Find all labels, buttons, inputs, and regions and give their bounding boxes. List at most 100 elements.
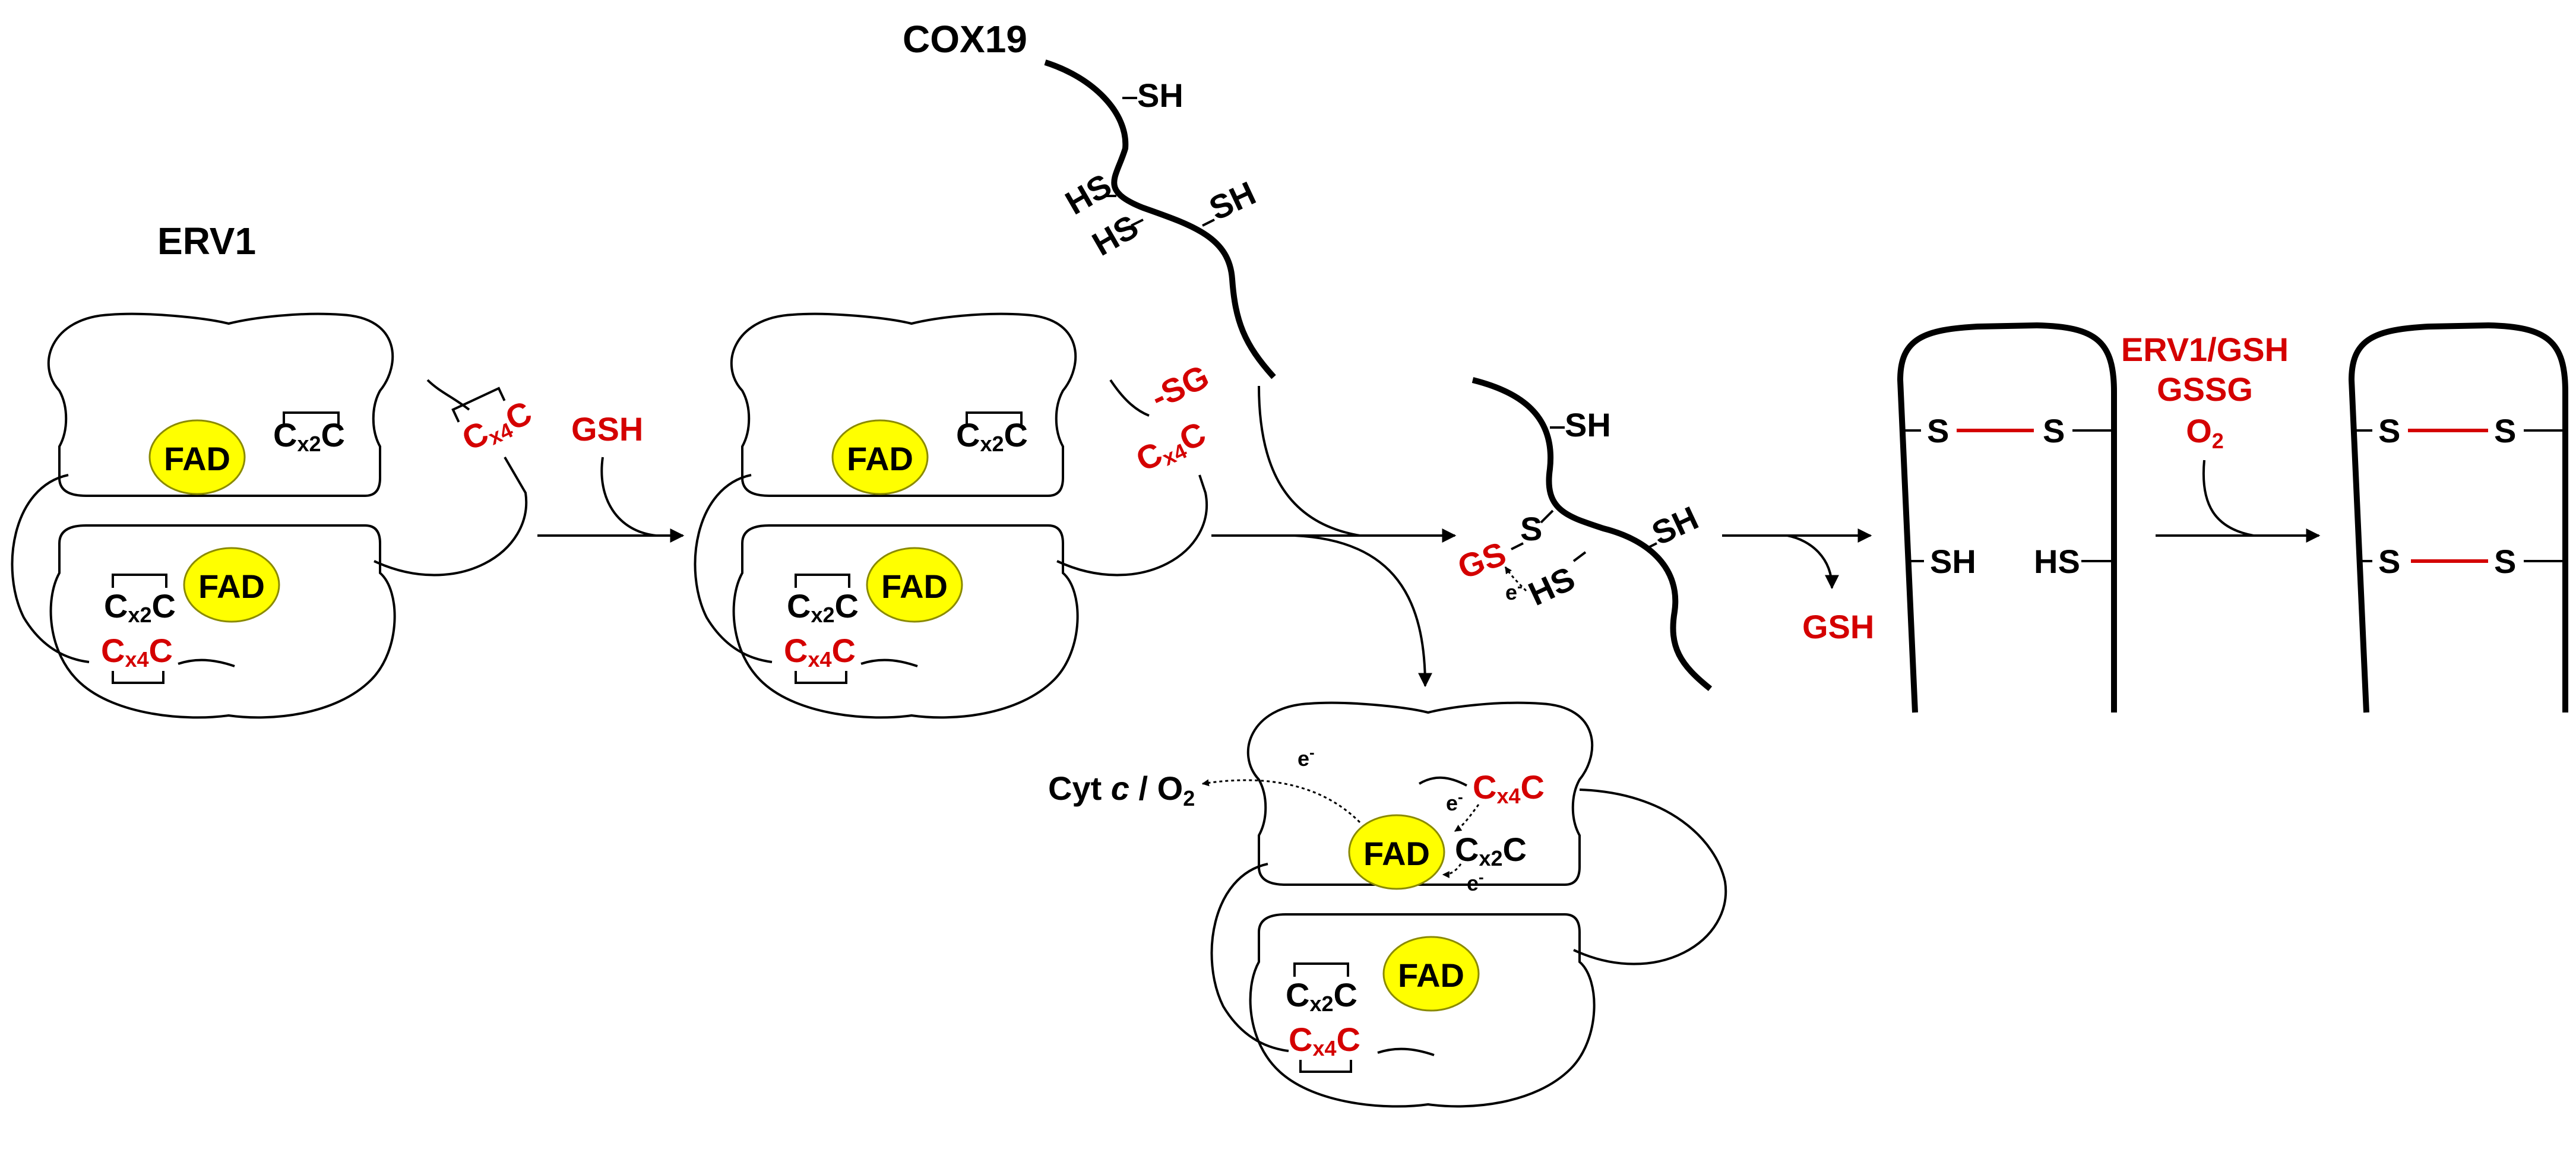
erv1-tail-top-right-2 xyxy=(1109,379,1150,417)
cox19-thiol-bond-4 xyxy=(1202,218,1215,227)
gsh-label-2: GSH xyxy=(1802,608,1874,645)
fad-label-top: FAD xyxy=(164,440,230,477)
erv1-linker-right-3 xyxy=(1573,788,1727,965)
cox19-backbone xyxy=(1044,59,1276,379)
cx2c-motif-top-3: Cx2C xyxy=(1455,831,1527,870)
gsh-input-curve-1 xyxy=(600,457,657,537)
fad-cofactor-top xyxy=(148,419,246,495)
disulfide-bracket-cx2c-top-2 xyxy=(966,411,1023,425)
sh-left: SH xyxy=(1930,543,1976,580)
disulfide-bracket-cx2c-bottom xyxy=(112,574,167,588)
disulfide-bracket-cx4c-bottom-3 xyxy=(1299,1060,1352,1073)
fad-label-bottom-3: FAD xyxy=(1398,957,1464,994)
fad-cofactor-bottom-3 xyxy=(1382,936,1480,1012)
erv1-electron-transfer-dimer: FAD FAD Cx4C Cx2C Cx2C Cx4C e- e- e- xyxy=(1201,701,1727,1108)
fad-cofactor-top-3 xyxy=(1348,814,1445,890)
s-cox19-label: S xyxy=(1520,510,1542,547)
cx2c-motif-bottom-2: Cx2C xyxy=(787,587,859,627)
erv1-tail-bottom-2 xyxy=(860,658,918,667)
electron-label-gs: e- xyxy=(1505,577,1523,604)
erv1-tail-bottom xyxy=(178,658,235,667)
cox19-mixed-disulfide-intermediate: SH GS S HS SH e- xyxy=(1453,377,1713,691)
fad-cofactor-bottom xyxy=(183,547,280,623)
gsh-reaction-arrow-1: GSH xyxy=(537,410,685,543)
cx4c-motif-bottom-3: Cx4C xyxy=(1289,1021,1360,1060)
erv1-linker-left-3 xyxy=(1210,863,1289,1052)
erv1-glutathionylated-dimer: FAD FAD Cx2C Cx2C Cx4C Cx4C -SG xyxy=(694,312,1214,719)
fad-label-bottom-2: FAD xyxy=(881,568,948,605)
disulfide-bracket-cx4c-bottom-2 xyxy=(795,671,847,684)
erv1-linker-left xyxy=(11,474,90,663)
erv1-tail-top-right xyxy=(426,379,470,411)
cx2c-motif-top: Cx2C xyxy=(273,416,345,456)
s-backbone-bond xyxy=(1540,509,1554,524)
cox19-two-disulfides: S S S S xyxy=(2348,322,2568,713)
electron-transfer-arrow-gs xyxy=(1504,566,1527,592)
cox19-thiol-bond-3 xyxy=(1131,218,1144,227)
gsh-label-1: GSH xyxy=(571,410,643,448)
fad-cofactor-top-2 xyxy=(831,419,929,495)
cox19-thiol-1: SH xyxy=(1137,77,1183,114)
cox19-entry-curve xyxy=(1258,385,1360,537)
electron-label-cx4c: e- xyxy=(1446,788,1463,815)
electron-acceptor-label: Cyt c / O2 xyxy=(1048,770,1195,810)
s-left-bottom-2: S xyxy=(2378,543,2400,580)
erv1-tail-bottom-3 xyxy=(1377,1047,1435,1056)
electron-transfer-arrow-fad-to-acceptor xyxy=(1201,779,1361,824)
fad-label-top-3: FAD xyxy=(1363,835,1430,872)
cox19-one-disulfide: S S SH HS xyxy=(1897,322,2117,713)
o2-label: O2 xyxy=(2186,412,2224,453)
gs-s-bond xyxy=(1511,542,1524,550)
gs-label: GS xyxy=(1453,534,1511,586)
s-left-top: S xyxy=(1927,412,1949,449)
s-right-top: S xyxy=(2043,412,2065,449)
cx2c-motif-bottom-3: Cx2C xyxy=(1286,976,1357,1016)
electron-transfer-arrow-cx4c-to-cx2c xyxy=(1454,804,1480,832)
cox19-thiol-2: HS xyxy=(1059,166,1118,221)
gsh-release-curve xyxy=(1787,534,1839,590)
erv1-linker-left-2 xyxy=(694,474,773,663)
cox19-backbone-2 xyxy=(1471,377,1713,691)
fad-cofactor-bottom-2 xyxy=(866,547,963,623)
reaction-arrow-2-group xyxy=(1211,385,1457,688)
reaction-arrow-3-group: GSH xyxy=(1722,528,1874,645)
erv1-title: ERV1 xyxy=(157,220,256,262)
erv1-branch-arrow xyxy=(1294,534,1432,688)
disulfide-bracket-cx2c-top xyxy=(283,411,340,425)
reaction-arrow-4-group: ERV1/GSH GSSG O2 xyxy=(2121,331,2321,543)
sg-glutathione-label: -SG xyxy=(1145,357,1214,416)
cx2c-motif-bottom: Cx2C xyxy=(104,587,176,627)
fad-label-top-2: FAD xyxy=(847,440,913,477)
electron-label-fad: e- xyxy=(1298,743,1315,771)
erv1-gsh-label: ERV1/GSH xyxy=(2121,331,2289,368)
cox19-reduced: COX19 SH HS HS SH xyxy=(903,18,1276,379)
cox19-thiol-4: SH xyxy=(1204,174,1261,227)
cox19-hairpin-2 xyxy=(2348,322,2568,713)
s-right-top-2: S xyxy=(2494,412,2516,449)
cx4c-motif-bottom-2: Cx4C xyxy=(784,632,856,672)
cx4c-motif-bottom: Cx4C xyxy=(101,632,173,672)
erv1-linker-right-2 xyxy=(1056,474,1208,577)
erv1-linker-right xyxy=(374,456,528,577)
cox19-title: COX19 xyxy=(903,18,1027,61)
fad-label-bottom: FAD xyxy=(198,568,265,605)
cox19-thiol-3: HS xyxy=(1086,207,1145,262)
cox19-thiol-5: SH xyxy=(1565,406,1611,444)
electron-label-cx2c: e- xyxy=(1467,868,1484,895)
erv1-tail-top-3 xyxy=(1418,776,1467,787)
cox19-thiol-bond-7 xyxy=(1644,542,1657,550)
hs-right: HS xyxy=(2034,543,2080,580)
disulfide-bracket-cx2c-bottom-2 xyxy=(795,574,850,588)
erv1-resting-dimer: ERV1 FAD FAD Cx2C Cx2C Cx4C Cx4C xyxy=(11,220,537,719)
gssg-label: GSSG xyxy=(2157,370,2253,408)
s-right-bottom-2: S xyxy=(2494,543,2516,580)
cx4c-motif-top-3: Cx4C xyxy=(1473,768,1545,808)
disulfide-bracket-cx2c-bottom-3 xyxy=(1293,962,1349,977)
disulfide-bracket-cx4c-bottom xyxy=(112,671,164,684)
s-left-top-2: S xyxy=(2378,412,2400,449)
cox19-thiol-6: HS xyxy=(1523,559,1580,613)
disulfide-bracket-cx4c-top-right xyxy=(451,387,506,423)
cox19-thiol-bond-6 xyxy=(1572,551,1587,562)
cox19-hairpin-1 xyxy=(1897,322,2117,713)
